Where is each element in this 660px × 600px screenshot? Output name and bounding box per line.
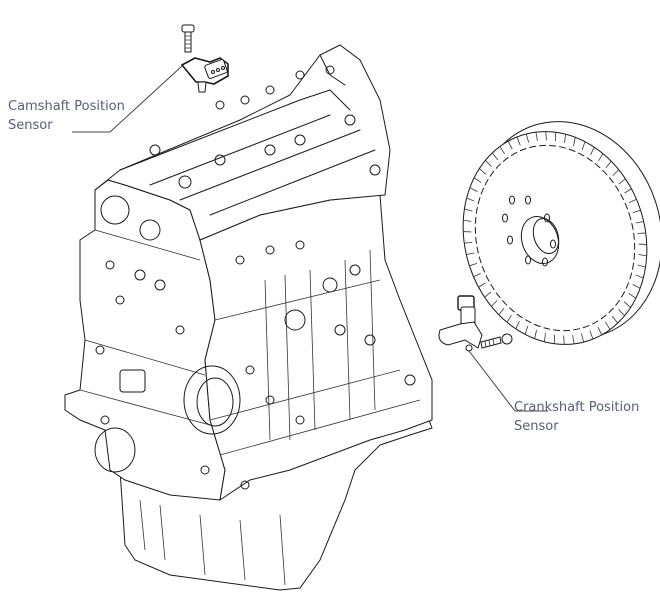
reluctor-tooth [612,169,619,176]
reluctor-tooth [484,291,492,298]
reluctor-tooth [572,334,575,344]
reluctor-tooth [597,326,603,336]
reluctor-tooth [466,252,475,255]
engine-block [64,44,433,591]
reluctor-tooth [573,137,576,146]
reluctor-tooth [632,284,641,289]
reluctor-tooth [564,134,567,143]
reluctor-tooth [478,282,486,288]
reluctor-tooth [463,219,472,222]
crankshaft-sensor-label: Crankshaft Position Sensor [514,398,639,436]
reluctor-tooth [485,160,492,167]
reluctor-tooth [516,136,521,146]
crankshaft-sensor-bolt [480,333,513,349]
reluctor-tooth [563,335,565,345]
reluctor-tooth [473,177,482,183]
reluctor-tooth [469,262,478,267]
reluctor-tooth [507,140,513,150]
reluctor-tooth [638,254,647,257]
crankshaft-sensor-assembly [438,295,513,352]
reluctor-tooth [543,333,546,342]
reluctor-tooth [545,131,547,141]
reluctor-bolt-holes [502,195,556,267]
reluctor-tooth [524,326,529,335]
camshaft-sensor [180,57,229,93]
camshaft-sensor-assembly [180,24,229,93]
reluctor-tooth [632,209,641,214]
reluctor-tooth [469,187,478,192]
reluctor-tooth [605,160,612,168]
crankshaft-label-line-1: Crankshaft Position [514,400,640,415]
reluctor-tooth [618,178,626,185]
reluctor-tooth [515,320,520,329]
reluctor-tooth [637,264,646,268]
reluctor-tooth [605,321,611,330]
camshaft-label-line-2: Sensor [8,118,53,133]
reluctor-tooth [580,333,585,343]
crankshaft-label-line-2: Sensor [514,419,559,434]
reluctor-tooth [589,330,594,340]
reluctor-tooth [618,309,625,316]
reluctor-tooth [464,208,473,212]
reluctor-tooth [611,315,619,324]
reluctor-tooth [534,330,537,339]
reluctor-tooth [623,301,631,308]
reluctor-tooth [535,132,538,142]
camshaft-sensor-bolt [181,24,195,53]
reluctor-tooth [466,197,475,202]
reluctor-tooth [491,152,499,161]
reluctor-tooth [491,300,498,307]
reluctor-teeth [463,131,647,345]
reluctor-tooth [464,242,473,244]
reluctor-tooth [473,273,481,278]
reluctor-tooth [581,141,586,150]
block-holes [95,240,416,490]
reluctor-tooth [525,133,530,143]
camshaft-sensor-label: Camshaft Position Sensor [8,97,125,135]
camshaft-label-line-1: Camshaft Position [8,99,125,114]
reluctor-tooth [479,168,487,175]
reluctor-ring [462,121,660,345]
reluctor-tooth [635,221,644,224]
reluctor-tooth [637,232,646,234]
reluctor-tooth [629,198,637,203]
crankshaft-sensor [438,295,483,352]
reluctor-tooth [590,147,595,156]
reluctor-tooth [498,308,505,316]
camshaft-leader-line [72,65,183,133]
reluctor-tooth [635,274,644,279]
reluctor-tooth [624,188,632,194]
reluctor-tooth [499,146,505,155]
reluctor-tooth [598,153,604,162]
reluctor-tooth [628,293,637,299]
reluctor-tooth [506,314,512,323]
crankshaft-leader-line [468,350,548,412]
